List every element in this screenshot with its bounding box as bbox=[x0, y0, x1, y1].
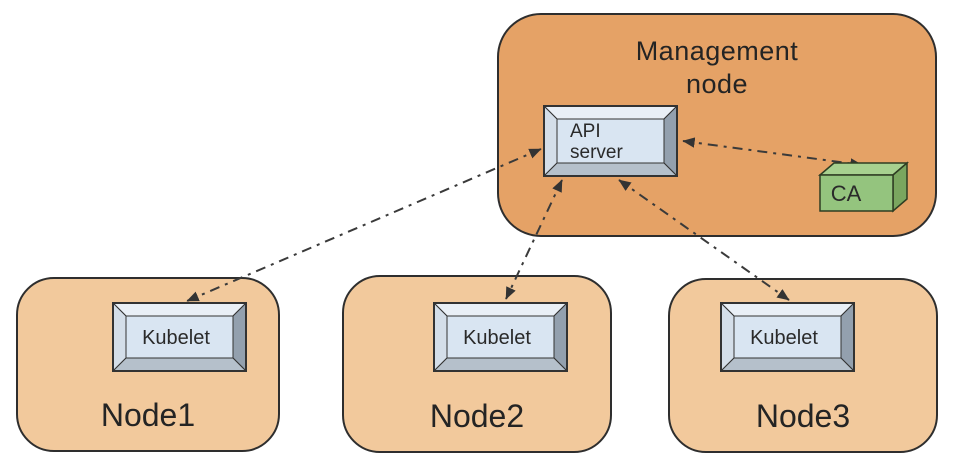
api-server-label-line1: API bbox=[570, 121, 601, 142]
ca-label: CA bbox=[831, 181, 862, 206]
ca-box: CA bbox=[817, 161, 910, 213]
worker-node-3-label: Node3 bbox=[755, 398, 851, 434]
kubelet-box-node3: Kubelet bbox=[720, 302, 855, 372]
kubelet-label-node2: Kubelet bbox=[463, 327, 531, 349]
management-node-label-line2: node bbox=[685, 69, 749, 99]
management-node-label: Management node bbox=[499, 35, 935, 101]
worker-node-2-label: Node2 bbox=[429, 398, 525, 434]
kubelet-box-node2: Kubelet bbox=[433, 302, 568, 372]
worker-node-1-label: Node1 bbox=[100, 397, 196, 433]
kubelet-box-node1: Kubelet bbox=[112, 302, 247, 372]
api-server-box: API server bbox=[543, 105, 678, 177]
api-server-label-line2: server bbox=[570, 142, 623, 163]
management-node-label-line1: Management bbox=[635, 36, 799, 66]
kubelet-label-node1: Kubelet bbox=[142, 327, 210, 349]
kubelet-label-node3: Kubelet bbox=[750, 327, 818, 349]
